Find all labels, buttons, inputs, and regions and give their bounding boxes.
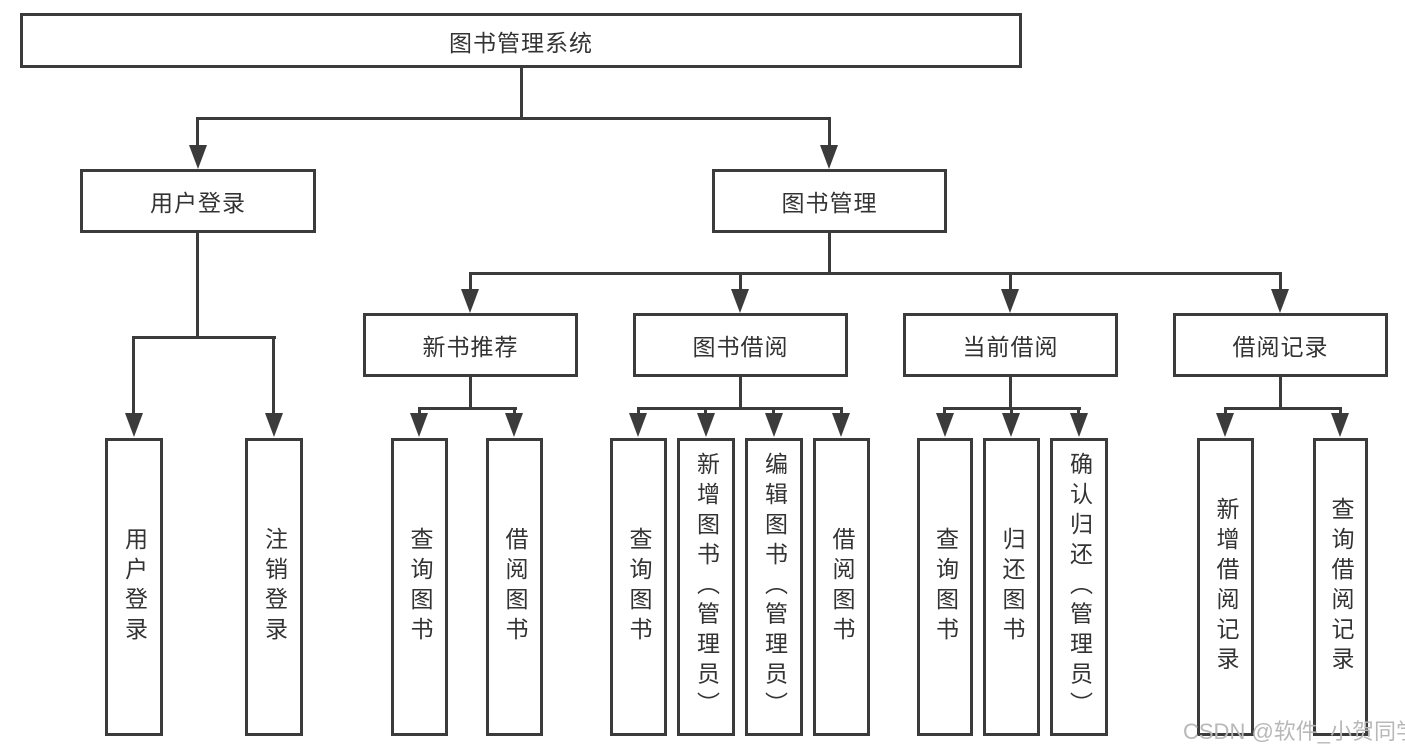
connector-user-login-stem	[196, 233, 199, 336]
node-book-management: 图书管理	[712, 169, 947, 233]
leaf-query-books-current-label: 查询图书	[932, 527, 959, 647]
connector-level2-bar	[196, 117, 831, 120]
node-current-borrowing: 当前借阅	[903, 313, 1118, 377]
node-book-borrowing: 图书借阅	[633, 313, 848, 377]
arrow-down-icon	[125, 413, 143, 437]
connector-leaf-drop	[272, 336, 275, 414]
connector-level3-drop	[1279, 272, 1282, 292]
leaf-query-books-recommend: 查询图书	[391, 438, 448, 736]
connector-leaf-drop	[132, 336, 135, 414]
arrow-down-icon	[410, 413, 428, 437]
connector-leaf-drop	[1077, 407, 1080, 417]
connector-user-login-bar	[132, 336, 276, 339]
arrow-down-icon	[505, 413, 523, 437]
connector-bar	[637, 407, 843, 410]
leaf-edit-books-admin: 编辑图书（管理员）	[745, 438, 803, 736]
leaf-query-books-current: 查询图书	[917, 438, 973, 736]
leaf-return-books: 归还图书	[983, 438, 1040, 736]
connector-stem	[739, 377, 742, 407]
connector-user-login-drop	[196, 117, 199, 147]
arrow-down-icon	[832, 413, 850, 437]
connector-bar	[418, 407, 517, 410]
node-borrowing-records-label: 借阅记录	[1232, 334, 1329, 360]
leaf-query-borrow-record-label: 查询借阅记录	[1328, 497, 1354, 677]
leaf-query-borrow-record: 查询借阅记录	[1313, 438, 1368, 736]
leaf-borrow-books-recommend-label: 借阅图书	[502, 527, 528, 647]
arrow-down-icon	[1001, 289, 1019, 313]
arrow-down-icon	[936, 413, 954, 437]
leaf-logout: 注销登录	[245, 438, 303, 736]
node-current-borrowing-label: 当前借阅	[962, 334, 1059, 360]
leaf-add-books-admin-label: 新增图书（管理员）	[693, 452, 720, 722]
connector-leaf-drop	[1224, 407, 1227, 417]
node-user-login: 用户登录	[80, 169, 316, 233]
node-user-login-label: 用户登录	[150, 190, 246, 216]
node-book-borrowing-label: 图书借阅	[692, 334, 789, 360]
connector-leaf-drop	[943, 407, 946, 417]
leaf-query-books-recommend-label: 查询图书	[407, 527, 433, 647]
leaf-add-borrow-record-label: 新增借阅记录	[1213, 497, 1239, 677]
leaf-add-borrow-record: 新增借阅记录	[1197, 438, 1254, 736]
arrow-down-icon	[697, 413, 715, 437]
arrow-down-icon	[461, 289, 479, 313]
node-root: 图书管理系统	[20, 13, 1022, 68]
connector-leaf-drop	[704, 407, 707, 417]
leaf-borrow-books-label: 借阅图书	[829, 527, 855, 647]
leaf-confirm-return-admin-label: 确认归还（管理员）	[1066, 452, 1093, 722]
leaf-query-books-borrowing: 查询图书	[610, 438, 667, 736]
connector-book-management-drop	[828, 117, 831, 147]
connector-stem	[469, 377, 472, 407]
arrow-down-icon	[1216, 413, 1234, 437]
arrow-down-icon	[629, 413, 647, 437]
leaf-borrow-books: 借阅图书	[813, 438, 870, 736]
connector-level3-bar	[469, 272, 1282, 275]
connector-leaf-drop	[1339, 407, 1342, 417]
node-new-book-recommend: 新书推荐	[363, 313, 578, 377]
leaf-query-books-borrowing-label: 查询图书	[626, 527, 652, 647]
arrow-down-icon	[1002, 413, 1020, 437]
arrow-down-icon	[820, 145, 838, 169]
connector-level3-drop	[469, 272, 472, 292]
arrow-down-icon	[731, 289, 749, 313]
leaf-edit-books-admin-label: 编辑图书（管理员）	[761, 452, 788, 722]
connector-book-management-stem	[828, 233, 831, 272]
node-borrowing-records: 借阅记录	[1173, 313, 1388, 377]
leaf-user-login-label: 用户登录	[121, 527, 148, 647]
arrow-down-icon	[1070, 413, 1088, 437]
arrow-down-icon	[1331, 413, 1349, 437]
arrow-down-icon	[265, 413, 283, 437]
connector-root-stem	[520, 68, 523, 117]
connector-stem	[1279, 377, 1282, 407]
connector-leaf-drop	[840, 407, 843, 417]
arrow-down-icon	[1271, 289, 1289, 313]
leaf-confirm-return-admin: 确认归还（管理员）	[1050, 438, 1108, 736]
connector-bar	[1224, 407, 1342, 410]
connector-leaf-drop	[418, 407, 421, 417]
connector-leaf-drop	[637, 407, 640, 417]
watermark: CSDN @软件_小贺同学	[1183, 719, 1405, 744]
connector-leaf-drop	[513, 407, 516, 417]
connector-level3-drop	[739, 272, 742, 292]
node-new-book-recommend-label: 新书推荐	[422, 334, 519, 360]
connector-leaf-drop	[772, 407, 775, 417]
connector-stem	[1009, 377, 1012, 407]
node-root-label: 图书管理系统	[449, 29, 593, 56]
leaf-return-books-label: 归还图书	[999, 527, 1025, 647]
arrow-down-icon	[189, 145, 207, 169]
leaf-user-login: 用户登录	[105, 438, 163, 736]
node-book-management-label: 图书管理	[781, 190, 878, 216]
leaf-add-books-admin: 新增图书（管理员）	[677, 438, 735, 736]
connector-leaf-drop	[1010, 407, 1013, 417]
connector-level3-drop	[1009, 272, 1012, 292]
arrow-down-icon	[765, 413, 783, 437]
leaf-logout-label: 注销登录	[261, 527, 288, 647]
leaf-borrow-books-recommend: 借阅图书	[486, 438, 543, 736]
